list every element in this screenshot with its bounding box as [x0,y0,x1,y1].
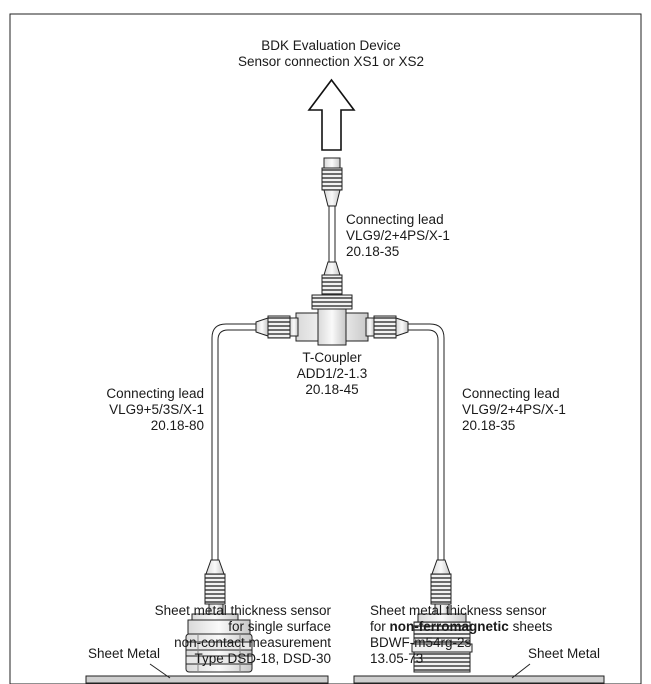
sheet-metal-left [85,675,329,684]
right-lead-line1: Connecting lead [462,386,560,401]
left-lead-line2: VLG9+5/3S/X-1 [109,402,204,417]
right-sensor-line1: Sheet metal thickness sensor [370,603,547,618]
t-coupler [255,294,409,346]
sheet-left-leader [149,663,171,679]
arrow-up-icon [307,78,356,151]
left-sensor-connector [204,559,226,615]
target-line2: Sensor connection XS1 or XS2 [237,54,425,69]
coupler-line3: 20.18-45 [305,382,359,397]
right-sensor [411,613,473,673]
sheet-right-leader [511,663,531,679]
left-sensor-line4: Type DSD-18, DSD-30 [194,651,331,666]
sheet-metal-left-label: Sheet Metal [88,646,161,661]
right-sensor-line2-prefix: for [370,619,386,634]
left-cable [211,323,256,560]
diagram-frame [9,13,642,684]
right-sensor-connector [430,559,452,615]
left-sensor-line3: non-contact measurement [174,635,331,650]
sheet-metal-right-label: Sheet Metal [528,646,601,661]
left-sensor-line2: for single surface [228,619,331,634]
left-lead-line1: Connecting lead [106,386,204,401]
right-lead-line2: VLG9/2+4PS/X-1 [462,402,566,417]
right-sensor-line4: 13.05-73 [370,651,424,666]
right-sensor-line2: for non-ferromagnetic sheets [370,619,552,635]
top-lead-line3: 20.18-35 [346,244,400,259]
coupler-line1: T-Coupler [302,350,362,365]
coupler-line2: ADD1/2-1.3 [296,366,368,381]
coupler-label: T-Coupler ADD1/2-1.3 20.18-45 [282,350,382,398]
right-sensor-caption: Sheet metal thickness sensor for non-fer… [370,603,552,667]
left-lead-label: Connecting lead VLG9+5/3S/X-1 20.18-80 [60,386,204,434]
top-plug [321,261,343,296]
right-lead-line3: 20.18-35 [462,418,516,433]
top-cable [328,206,336,262]
top-lead-line2: VLG9/2+4PS/X-1 [346,228,450,243]
left-lead-line3: 20.18-80 [150,418,204,433]
top-lead-line1: Connecting lead [346,212,444,227]
left-sensor-line1: Sheet metal thickness sensor [154,603,331,618]
right-sensor-line2-suffix: sheets [512,619,553,634]
target-line1: BDK Evaluation Device [261,38,401,53]
top-connector [321,157,343,207]
top-lead-label: Connecting lead VLG9/2+4PS/X-1 20.18-35 [346,212,450,260]
left-sensor-caption-visible-text: Sheet metal thickness sensor for single … [80,603,331,667]
right-lead-label: Connecting lead VLG9/2+4PS/X-1 20.18-35 [462,386,566,434]
right-cable [408,323,445,560]
left-sensor [185,613,253,673]
target-device-label: BDK Evaluation Device Sensor connection … [231,38,431,70]
right-sensor-line2-bold: non-ferromagnetic [389,619,509,634]
sheet-metal-right [353,675,605,684]
right-sensor-line3: BDWF-m54rg-2s [370,635,472,650]
